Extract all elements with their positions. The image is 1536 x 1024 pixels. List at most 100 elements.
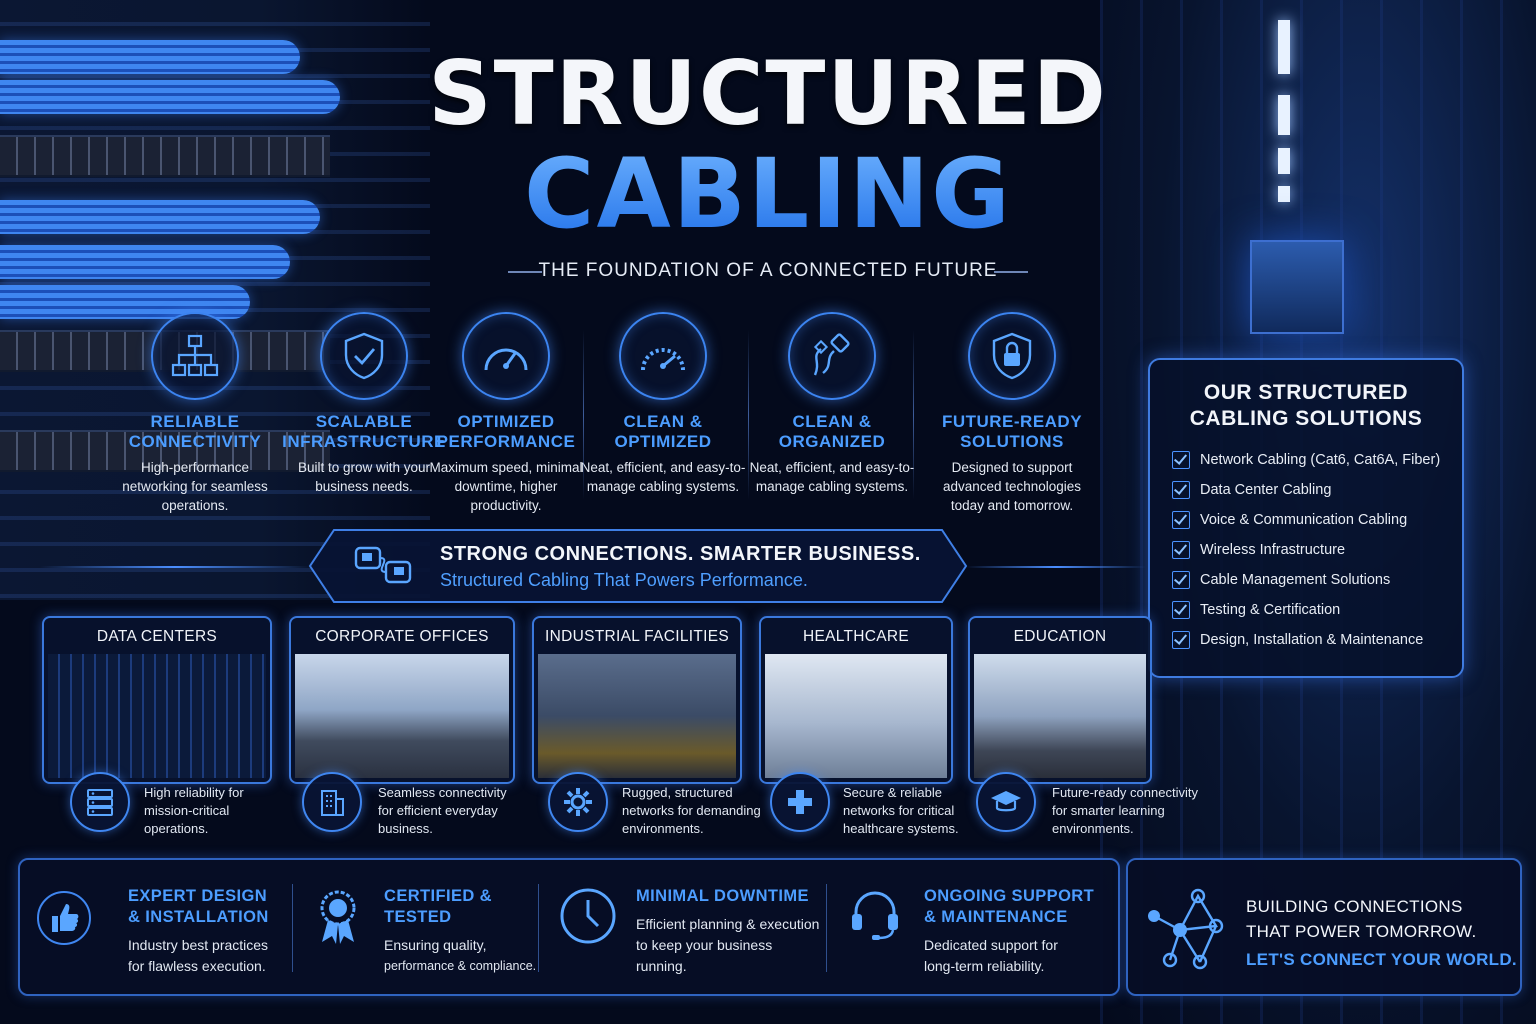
feature-scalable-infrastructure: SCALABLE INFRASTRUCTURE Built to grow wi…: [280, 312, 448, 496]
benefit-title-line: & MAINTENANCE: [924, 908, 1068, 926]
feature-reliable-connectivity: RELIABLE CONNECTIVITY High-performance n…: [111, 312, 279, 515]
blue-cable-bundle: [0, 200, 320, 234]
solutions-list-item: Design, Installation & Maintenance: [1172, 631, 1423, 649]
solutions-item-label: Testing & Certification: [1200, 602, 1341, 618]
industry-description-line: environments.: [1052, 821, 1134, 836]
industry-card-healthcare: HEALTHCARE: [759, 616, 953, 784]
benefit-description-line: long-term reliability.: [924, 958, 1045, 974]
industry-description-line: business.: [378, 821, 433, 836]
patch-panel: [0, 430, 330, 472]
industry-label: INDUSTRIAL FACILITIES: [544, 628, 729, 645]
banner-subline: Structured Cabling That Powers Performan…: [440, 570, 808, 590]
blue-cable-bundle: [0, 80, 340, 114]
page-subtitle: THE FOUNDATION OF A CONNECTED FUTURE: [538, 260, 998, 281]
solutions-title-line: CABLING SOLUTIONS: [1189, 407, 1423, 430]
clock-icon: [558, 886, 618, 951]
benefit-minimal-downtime: MINIMAL DOWNTIME Efficient planning & ex…: [636, 886, 819, 977]
solutions-title-line: OUR STRUCTURED: [1203, 381, 1409, 404]
industry-description-line: Rugged, structured: [622, 785, 733, 800]
solutions-list-item: Wireless Infrastructure: [1172, 541, 1345, 559]
feature-description: Maximum speed, minimal downtime, higher …: [429, 460, 583, 513]
feature-clean-optimized: CLEAN & OPTIMIZED Neat, efficient, and e…: [579, 312, 747, 496]
solutions-panel: OUR STRUCTURED CABLING SOLUTIONS Network…: [1148, 358, 1464, 678]
solutions-item-label: Cable Management Solutions: [1200, 572, 1391, 588]
feature-future-ready: FUTURE-READY SOLUTIONS Designed to suppo…: [928, 312, 1096, 515]
classroom-photo: [974, 654, 1146, 778]
cta-link[interactable]: LET'S CONNECT YOUR WORLD.: [1246, 950, 1517, 969]
ceiling-light: [1278, 95, 1290, 135]
checkbox-checked-icon: [1172, 631, 1190, 649]
industry-label: DATA CENTERS: [96, 628, 218, 645]
feature-description: Built to grow with your business needs.: [297, 460, 431, 494]
benefit-expert-design: EXPERT DESIGN& INSTALLATION Industry bes…: [128, 886, 269, 977]
solutions-list-item: Testing & Certification: [1172, 601, 1340, 619]
divider: [748, 330, 749, 500]
tagline-banner: STRONG CONNECTIONS. SMARTER BUSINESS. St…: [308, 528, 968, 604]
feature-title: OPTIMIZED PERFORMANCE: [436, 412, 576, 451]
divider: [583, 330, 584, 500]
benefit-title-line: MINIMAL DOWNTIME: [636, 887, 809, 905]
feature-description: Neat, efficient, and easy-to-manage cabl…: [580, 460, 746, 494]
benefit-description-line: for flawless execution.: [128, 958, 266, 974]
glow-line: [966, 566, 1146, 568]
industry-description-line: Seamless connectivity: [378, 785, 507, 800]
shield-check-icon: [320, 312, 408, 400]
hospital-corridor-photo: [765, 654, 947, 778]
benefit-title-line: EXPERT DESIGN: [128, 887, 268, 905]
divider: [994, 271, 1028, 273]
industry-label: EDUCATION: [1013, 628, 1107, 645]
solutions-list-item: Cable Management Solutions: [1172, 571, 1390, 589]
banner-headline: STRONG CONNECTIONS. SMARTER BUSINESS.: [440, 543, 921, 565]
server-icon: [70, 772, 130, 832]
shield-lock-icon: [968, 312, 1056, 400]
benefit-description-line: Efficient planning & execution: [636, 916, 820, 932]
benefit-description-line: Dedicated support for: [924, 937, 1058, 953]
feature-title: RELIABLE CONNECTIVITY: [128, 412, 262, 451]
graduation-cap-icon: [976, 772, 1036, 832]
checkbox-checked-icon: [1172, 481, 1190, 499]
benefit-title-line: ONGOING SUPPORT: [924, 887, 1095, 905]
industry-description-line: healthcare systems.: [843, 821, 959, 836]
solutions-item-label: Wireless Infrastructure: [1200, 542, 1346, 558]
page-title-line2: CABLING: [0, 138, 1536, 250]
solutions-item-label: Voice & Communication Cabling: [1200, 512, 1408, 528]
blue-cable-bundle: [0, 40, 300, 74]
benefit-description-line: Ensuring quality,: [384, 937, 487, 953]
headset-icon: [846, 886, 904, 949]
glow-line: [40, 566, 310, 568]
cta-headline-line: THAT POWER TOMORROW.: [1246, 922, 1477, 941]
divider: [826, 884, 827, 972]
industry-description-line: operations.: [144, 821, 209, 836]
industry-description-line: Secure & reliable: [843, 785, 942, 800]
benefit-title-line: TESTED: [384, 908, 452, 926]
data-center-photo: [48, 654, 266, 778]
speedometer-icon: [462, 312, 550, 400]
benefit-description-line: to keep your business: [636, 937, 773, 953]
cta-headline-line: BUILDING CONNECTIONS: [1246, 897, 1463, 916]
ceiling-light: [1278, 186, 1290, 202]
feature-title: SCALABLE INFRASTRUCTURE: [282, 412, 446, 451]
industry-card-education: EDUCATION: [968, 616, 1152, 784]
industry-card-industrial-facilities: INDUSTRIAL FACILITIES: [532, 616, 742, 784]
industry-label: HEALTHCARE: [802, 628, 910, 645]
benefit-title-line: CERTIFIED &: [384, 887, 492, 905]
corridor-door: [1250, 240, 1344, 334]
cable-plug-icon: [788, 312, 876, 400]
blue-cable-bundle: [0, 245, 290, 279]
divider: [508, 271, 542, 273]
thumbs-up-icon: [36, 890, 92, 951]
network-hierarchy-icon: [151, 312, 239, 400]
industry-description-line: for smarter learning: [1052, 803, 1165, 818]
patch-panel: [0, 135, 330, 177]
checkbox-checked-icon: [1172, 511, 1190, 529]
benefit-certified-tested: CERTIFIED &TESTED Ensuring quality,perfo…: [384, 886, 536, 977]
gauge-icon: [619, 312, 707, 400]
solutions-list-item: Data Center Cabling: [1172, 481, 1331, 499]
network-nodes-icon: [1140, 884, 1232, 977]
industry-card-data-centers: DATA CENTERS: [42, 616, 272, 784]
checkbox-checked-icon: [1172, 571, 1190, 589]
benefits-bar: EXPERT DESIGN& INSTALLATION Industry bes…: [18, 858, 1120, 996]
